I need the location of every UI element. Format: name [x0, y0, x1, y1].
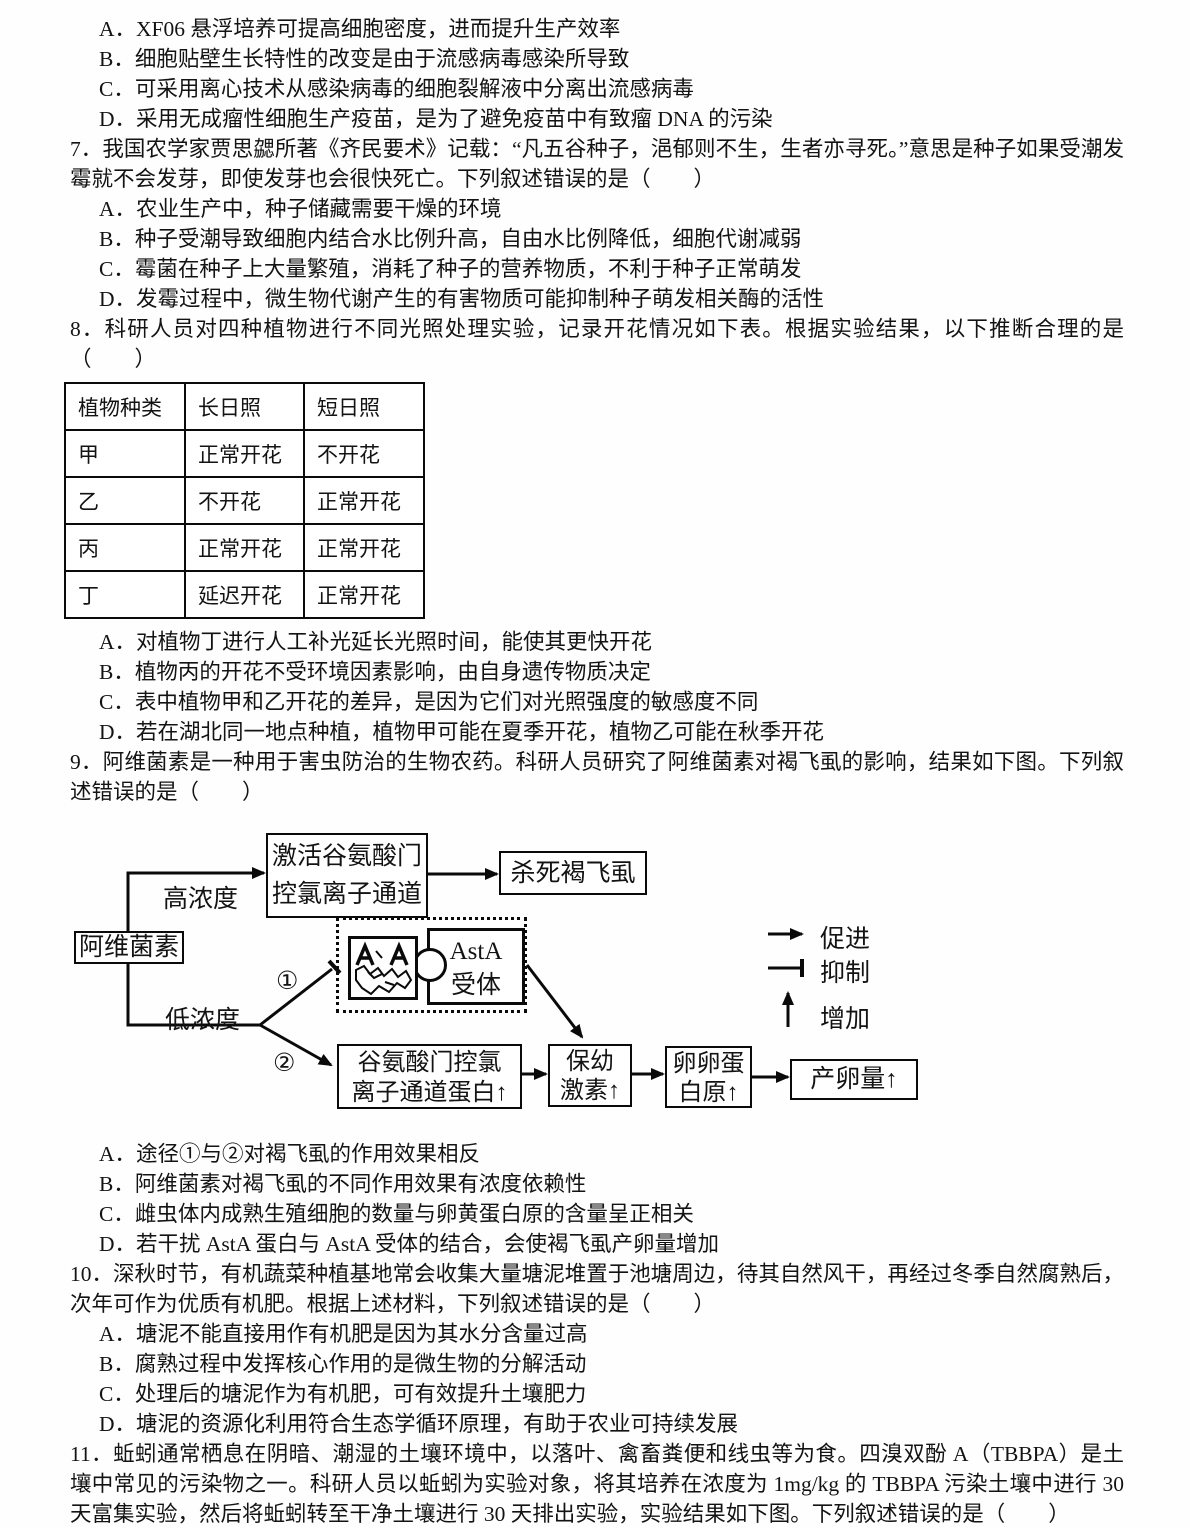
table-row: 乙 不开花 正常开花: [64, 476, 425, 525]
q7-stem: 7．我国农学家贾思勰所著《齐民要术》记载：“凡五谷种子，浥郁则不生，生者亦寻死。…: [70, 137, 1124, 191]
table-cell: 正常开花: [184, 523, 305, 572]
vitellogenin-line2: 白原↑: [678, 1080, 739, 1106]
diagram-arrow-lines: [126, 867, 804, 1083]
table-cell: 甲: [64, 429, 186, 478]
table-row: 甲 正常开花 不开花: [64, 429, 425, 478]
table-cell: 乙: [64, 476, 186, 525]
table-cell: 不开花: [303, 429, 425, 478]
q8-option-d: D．若在湖北同一地点种植，植物甲可能在夏季开花，植物乙可能在秋季开花: [99, 720, 825, 744]
table-cell: 丁: [64, 570, 186, 619]
q7-option-c: C．霉菌在种子上大量繁殖，消耗了种子的营养物质，不利于种子正常萌发: [99, 257, 802, 281]
exam-content: A．XF06 悬浮培养可提高细胞密度，进而提升生产效率 B．细胞贴壁生长特性的改…: [64, 14, 1124, 1527]
table-header-cell: 植物种类: [64, 382, 186, 431]
activate-channel-box: 激活谷氨酸门 控氯离子通道: [266, 833, 428, 918]
legend-inhibit-label: 抑制: [820, 960, 871, 987]
vitellogenin-line1: 卵卵蛋: [672, 1051, 745, 1077]
q7-option-b: B．种子受潮导致细胞内结合水比例升高，自由水比例降低，细胞代谢减弱: [99, 227, 802, 251]
table-header-cell: 短日照: [303, 382, 425, 431]
activate-channel-line1: 激活谷氨酸门: [271, 843, 422, 870]
q6-option-a: A．XF06 悬浮培养可提高细胞密度，进而提升生产效率: [99, 17, 621, 41]
q10-option-d: D．塘泥的资源化利用符合生态学循环原理，有助于农业可持续发展: [99, 1412, 739, 1436]
table-row: 丁 延迟开花 正常开花: [64, 570, 425, 619]
asta-receptor-line1: AstA: [449, 938, 503, 965]
q9-stem: 9．阿维菌素是一种用于害虫防治的生物农药。科研人员研究了阿维菌素对褐飞虱的影响，…: [70, 750, 1124, 804]
kill-planthopper-box: 杀死褐飞虱: [499, 851, 647, 895]
flowering-table: 植物种类 长日照 短日照 甲 正常开花 不开花 乙 不开花 正常开花 丙 正常开…: [64, 382, 425, 619]
asta-molecule-doodle: [355, 941, 413, 996]
asta-protein-molecule-box: [348, 936, 418, 1000]
q9-option-a: A．途径①与②对褐飞虱的作用效果相反: [99, 1142, 481, 1166]
egg-production-box: 产卵量↑: [790, 1059, 918, 1100]
activate-channel-line2: 控氯离子通道: [271, 881, 422, 908]
q8-option-b: B．植物丙的开花不受环境因素影响，由自身遗传物质决定: [99, 660, 651, 684]
q6-option-c: C．可采用离心技术从感染病毒的细胞裂解液中分离出流感病毒: [99, 77, 694, 101]
chloride-channel-line1: 谷氨酸门控氯: [357, 1050, 502, 1076]
table-cell: 正常开花: [303, 570, 425, 619]
q8-option-a: A．对植物丁进行人工补光延长光照时间，能使其更快开花: [99, 630, 653, 654]
q7-option-a: A．农业生产中，种子储藏需要干燥的环境: [99, 197, 502, 221]
table-header-cell: 长日照: [184, 382, 305, 431]
asta-receptor-line2: 受体: [450, 972, 501, 999]
table-cell: 延迟开花: [184, 570, 305, 619]
q7-option-d: D．发霉过程中，微生物代谢产生的有害物质可能抑制种子萌发相关酶的活性: [99, 287, 825, 311]
high-concentration-label: 高浓度: [163, 886, 239, 913]
asta-receptor-box: AstA 受体: [427, 928, 525, 1005]
receptor-notch: [413, 948, 447, 982]
low-concentration-label: 低浓度: [165, 1007, 241, 1034]
juvenile-hormone-line2: 激素↑: [560, 1078, 620, 1104]
q9-option-b: B．阿维菌素对褐飞虱的不同作用效果有浓度依赖性: [99, 1172, 587, 1196]
path-2-label: ②: [273, 1048, 296, 1077]
juvenile-hormone-line1: 保幼: [566, 1049, 614, 1075]
legend-increase-label: 增加: [820, 1006, 871, 1033]
juvenile-hormone-box: 保幼 激素↑: [548, 1044, 632, 1107]
q10-option-c: C．处理后的塘泥作为有机肥，可有效提升土壤肥力: [99, 1382, 587, 1406]
q6-option-b: B．细胞贴壁生长特性的改变是由于流感病毒感染所导致: [99, 47, 630, 71]
table-cell: 丙: [64, 523, 186, 572]
q11-stem: 11．蚯蚓通常栖息在阴暗、潮湿的土壤环境中，以落叶、禽畜粪便和线虫等为食。四溴双…: [70, 1442, 1124, 1526]
asta-binding-dotted-box: [336, 917, 527, 1013]
avermectin-box: 阿维菌素: [74, 931, 184, 964]
q10-option-b: B．腐熟过程中发挥核心作用的是微生物的分解活动: [99, 1352, 587, 1376]
q10-stem: 10．深秋时节，有机蔬菜种植基地常会收集大量塘泥堆置于池塘周边，待其自然风干，再…: [70, 1262, 1124, 1316]
chloride-channel-line2: 离子通道蛋白↑: [351, 1080, 508, 1106]
table-cell: 正常开花: [303, 476, 425, 525]
q9-option-c: C．雌虫体内成熟生殖细胞的数量与卵黄蛋白原的含量呈正相关: [99, 1202, 694, 1226]
q6-option-d: D．采用无成瘤性细胞生产疫苗，是为了避免疫苗中有致瘤 DNA 的污染: [99, 107, 773, 131]
avermectin-pathway-diagram: 阿维菌素 高浓度 激活谷氨酸门 控氯离子通道 杀死褐飞虱 AstA 受体: [70, 815, 1124, 1133]
table-cell: 正常开花: [184, 429, 305, 478]
q10-option-a: A．塘泥不能直接用作有机肥是因为其水分含量过高: [99, 1322, 588, 1346]
table-row: 丙 正常开花 正常开花: [64, 523, 425, 572]
legend-promote-label: 促进: [820, 926, 871, 953]
q8-stem: 8．科研人员对四种植物进行不同光照处理实验，记录开花情况如下表。根据实验结果，以…: [70, 317, 1124, 371]
q9-option-d: D．若干扰 AstA 蛋白与 AstA 受体的结合，会使褐飞虱产卵量增加: [99, 1232, 719, 1256]
table-header-row: 植物种类 长日照 短日照: [64, 382, 425, 431]
q8-option-c: C．表中植物甲和乙开花的差异，是因为它们对光照强度的敏感度不同: [99, 690, 759, 714]
vitellogenin-box: 卵卵蛋 白原↑: [665, 1046, 752, 1108]
chloride-channel-protein-box: 谷氨酸门控氯 离子通道蛋白↑: [337, 1044, 522, 1109]
path-1-label: ①: [276, 966, 299, 995]
table-cell: 不开花: [184, 476, 305, 525]
table-cell: 正常开花: [303, 523, 425, 572]
